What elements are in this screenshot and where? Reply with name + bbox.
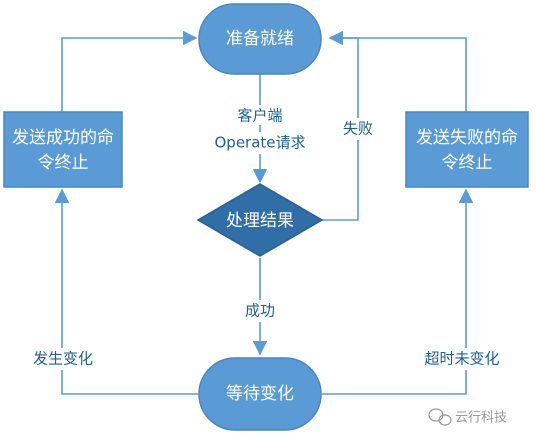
edge-label-timeout: 超时未变化 — [424, 350, 499, 368]
edge-wait-to-send-success — [54, 188, 198, 395]
label-backing — [414, 348, 510, 370]
label-backing — [340, 118, 378, 140]
watermark-text: 云行科技 — [455, 411, 507, 426]
label-backing — [225, 105, 295, 125]
edge-label-changed: 发生变化 — [33, 350, 93, 368]
node-ready-label: 准备就绪 — [226, 29, 294, 49]
node-wait-label: 等待变化 — [226, 384, 294, 404]
wechat-icon — [428, 408, 452, 426]
node-send-fail — [405, 111, 529, 188]
edge-label-success: 成功 — [245, 302, 275, 320]
label-backing — [236, 300, 284, 322]
node-send-fail-label-line2: 令终止 — [442, 153, 493, 173]
label-backing — [24, 348, 102, 370]
node-send-success-label-line2: 令终止 — [38, 153, 89, 173]
edge-label-fail: 失败 — [343, 120, 373, 138]
node-ready — [198, 3, 322, 75]
label-backing — [204, 132, 316, 154]
edge-label-client-line2: Operate请求 — [214, 134, 305, 152]
node-process — [196, 183, 324, 257]
node-send-success-label-line1: 发送成功的命 — [12, 128, 114, 148]
edge-wait-to-send-fail — [322, 188, 474, 395]
node-wait — [198, 357, 322, 431]
edge-label-client-line1: 客户端 — [237, 107, 282, 125]
edge-send-fail-to-ready — [330, 37, 467, 112]
watermark: 云行科技 — [428, 408, 507, 426]
node-send-success — [3, 111, 123, 188]
node-process-label: 处理结果 — [226, 211, 294, 231]
edge-send-success-to-ready — [61, 30, 198, 112]
node-send-fail-label-line1: 发送失败的命 — [416, 128, 518, 148]
